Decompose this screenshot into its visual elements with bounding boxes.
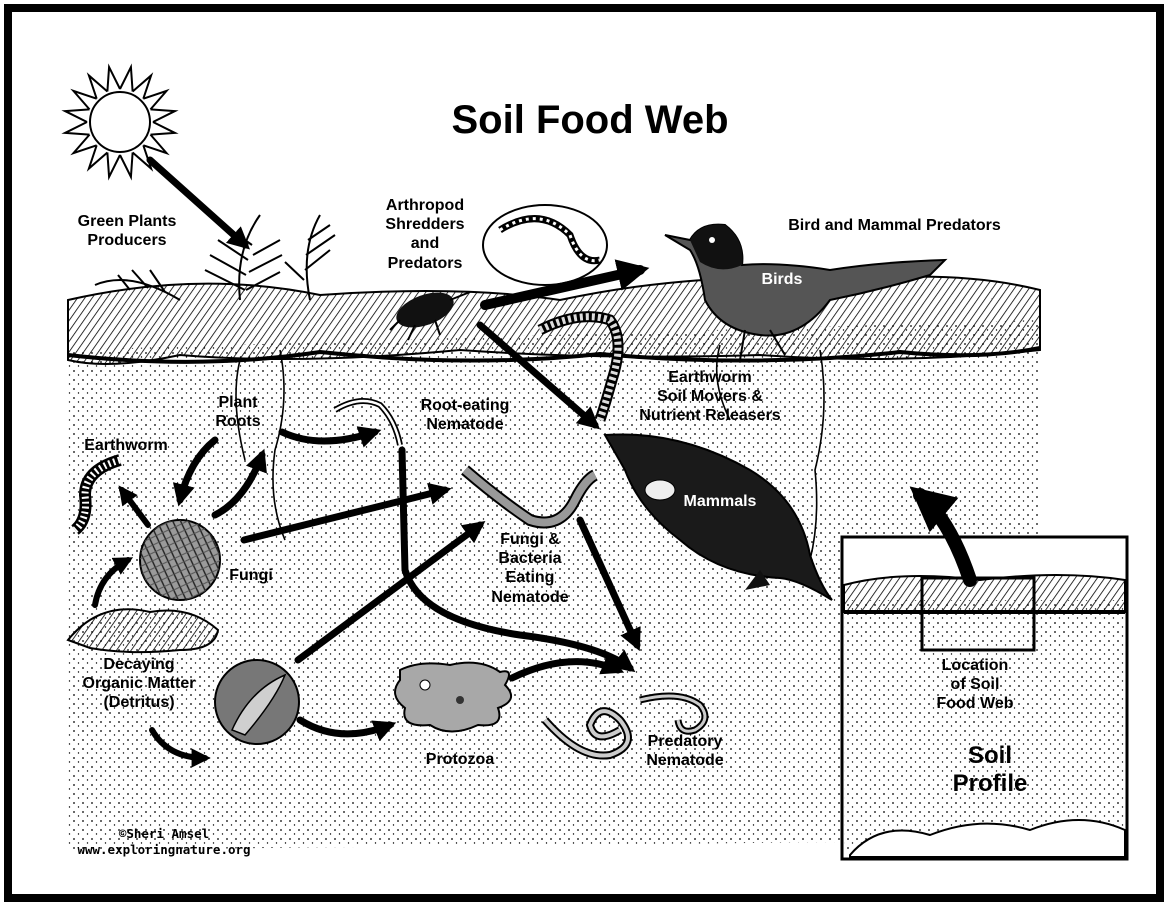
label-predatory-nematode: Predatory Nematode: [625, 732, 745, 770]
label-root-nematode: Root-eating Nematode: [400, 396, 530, 434]
credit-author: ©Sheri Amsel: [119, 826, 209, 841]
millipede-icon: [483, 205, 607, 285]
label-fb-nematode: Fungi & Bacteria Eating Nematode: [480, 530, 580, 607]
sun-ray: [150, 109, 174, 122]
credit: ©Sheri Amsel www.exploringnature.org: [64, 826, 264, 859]
sun-ray: [120, 67, 133, 91]
sun-ray: [107, 152, 120, 176]
label-mammals: Mammals: [675, 492, 765, 511]
credit-url: www.exploringnature.org: [77, 842, 250, 857]
fungi-icon: [140, 520, 220, 600]
label-location: Location of Soil Food Web: [925, 656, 1025, 714]
diagram-title: Soil Food Web: [420, 100, 760, 140]
protozoa-icon: [395, 663, 511, 732]
label-producers: Green Plants Producers: [62, 212, 192, 250]
bacteria-icon: [215, 660, 299, 744]
sun-icon: [65, 67, 175, 177]
sun-ray: [65, 122, 89, 135]
label-protozoa: Protozoa: [415, 750, 505, 769]
label-soil-profile: Soil Profile: [935, 742, 1045, 797]
sun-ray: [65, 109, 89, 122]
label-earthworm: Earthworm: [66, 436, 186, 455]
sun-ray: [150, 122, 174, 135]
sun-ray: [107, 67, 120, 91]
label-birds: Birds: [752, 270, 812, 289]
label-detritus: Decaying Organic Matter (Detritus): [64, 655, 214, 713]
label-earthworm-movers: Earthworm Soil Movers & Nutrient Release…: [620, 368, 800, 426]
label-arthropods: Arthropod Shredders and Predators: [370, 196, 480, 273]
sun-ray: [120, 152, 133, 176]
label-plant-roots: Plant Roots: [193, 393, 283, 431]
label-fungi: Fungi: [226, 566, 276, 585]
label-bird-mammal-predators: Bird and Mammal Predators: [752, 216, 1037, 235]
